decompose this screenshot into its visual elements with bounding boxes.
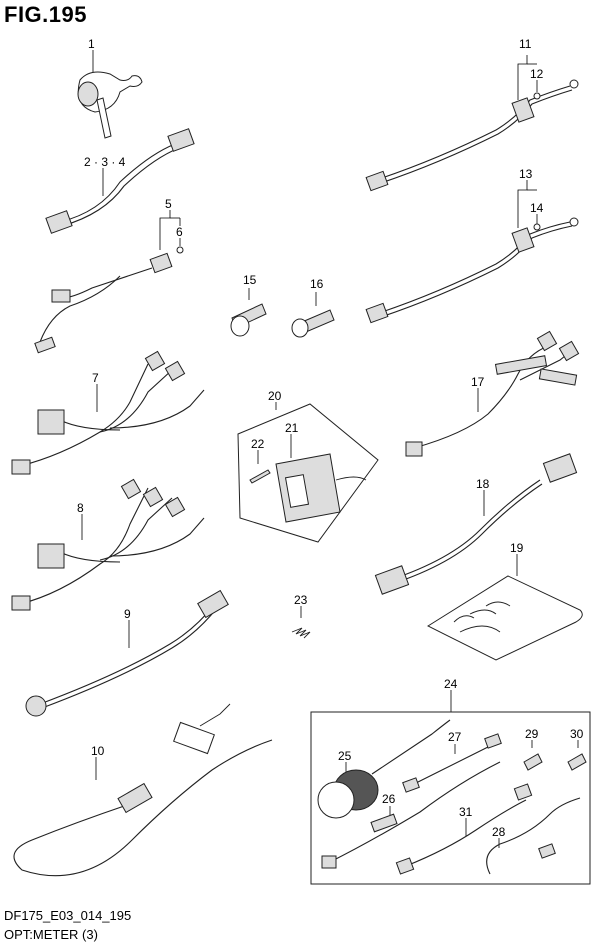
callout-21: 21 — [285, 421, 299, 435]
part-26-harness[interactable] — [321, 761, 501, 869]
part-31-harness[interactable] — [395, 783, 533, 875]
part-24-kit-box[interactable] — [310, 690, 591, 885]
callout-29: 29 — [525, 727, 539, 741]
callout-22: 22 — [251, 437, 265, 451]
callout-30: 30 — [570, 727, 584, 741]
callout-15: 15 — [243, 273, 257, 287]
part-13-harness[interactable] — [365, 180, 579, 324]
callout-19: 19 — [510, 541, 524, 555]
callout-9: 9 — [124, 607, 131, 621]
callout-27: 27 — [448, 730, 462, 744]
part-9-cable[interactable] — [25, 589, 229, 717]
figure-title: FIG.195 — [4, 2, 87, 27]
part-12-washer[interactable] — [533, 80, 541, 100]
callout-7: 7 — [92, 371, 99, 385]
part-10-cable[interactable] — [13, 703, 273, 877]
callout-24: 24 — [444, 677, 458, 691]
part-30-plug[interactable] — [567, 740, 587, 771]
part-14-washer[interactable] — [533, 214, 541, 231]
part-6-washer[interactable] — [176, 238, 184, 254]
callout-2-3-4: 2 · 3 · 4 — [84, 155, 126, 169]
callout-12: 12 — [530, 67, 544, 81]
callout-28: 28 — [492, 825, 506, 839]
callout-16: 16 — [310, 277, 324, 291]
part-1-cap[interactable] — [77, 50, 143, 139]
part-19-manual[interactable] — [426, 554, 583, 661]
callout-17: 17 — [471, 375, 485, 389]
part-7-harness[interactable] — [11, 350, 205, 475]
callout-6: 6 — [176, 225, 183, 239]
callout-8: 8 — [77, 501, 84, 515]
callout-23: 23 — [294, 593, 308, 607]
figure-subtitle: OPT:METER (3) — [4, 927, 98, 942]
part-28-cable[interactable] — [486, 797, 581, 875]
part-2-3-4-harness[interactable] — [45, 128, 195, 234]
figure-code: DF175_E03_014_195 — [4, 908, 132, 923]
part-21-switch[interactable] — [275, 434, 367, 523]
callout-14: 14 — [530, 201, 544, 215]
callout-11: 11 — [519, 37, 532, 51]
part-16-fitting[interactable] — [291, 292, 335, 338]
callout-10: 10 — [91, 744, 105, 758]
part-11-harness[interactable] — [365, 55, 579, 192]
callout-13: 13 — [519, 167, 533, 181]
part-17-harness[interactable] — [405, 330, 580, 457]
callout-20: 20 — [268, 389, 282, 403]
callout-31: 31 — [459, 805, 473, 819]
part-22-screw[interactable] — [249, 450, 271, 484]
part-25-gauge[interactable] — [317, 719, 451, 819]
part-27-cable[interactable] — [402, 733, 502, 793]
callout-5: 5 — [165, 197, 172, 211]
part-29-plug[interactable] — [523, 740, 543, 771]
callout-1: 1 — [88, 37, 95, 51]
part-23-spring[interactable] — [291, 606, 311, 639]
callout-25: 25 — [338, 749, 352, 763]
part-18-cable[interactable] — [374, 453, 578, 595]
part-15-fitting[interactable] — [230, 288, 267, 337]
callout-26: 26 — [382, 792, 396, 806]
callout-18: 18 — [476, 477, 490, 491]
part-8-harness[interactable] — [11, 478, 205, 611]
part-5-harness[interactable] — [34, 210, 181, 354]
